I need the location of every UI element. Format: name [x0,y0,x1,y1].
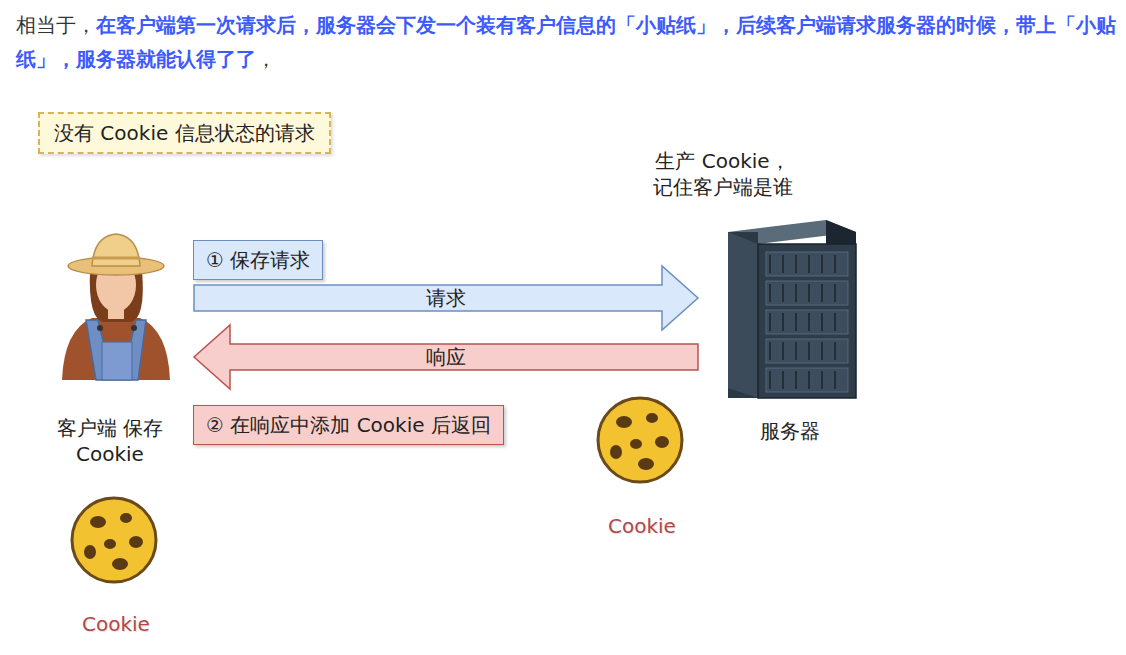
step-box: ② 在响应中添加 Cookie 后返回 [193,405,504,445]
cookie-icon [72,498,156,582]
node-text: 服务器 [750,418,830,444]
client-figure [62,234,170,380]
node-text: 生产 Cookie， 记住客户端是谁 [630,148,815,200]
block-arrow [194,325,698,389]
node-text: 没有 Cookie 信息状态的请求 [54,120,315,146]
step-box: ① 保存请求 [193,240,323,280]
paragraph-text: 在客户端第一次请求后，服务器会下发一个装有客户信息的「小贴纸」，后续客户端请求服… [16,13,1116,71]
node-text: ② 在响应中添加 Cookie 后返回 [206,412,491,438]
node-text: ① 保存请求 [206,247,310,273]
edge-label: 响应 [424,345,468,369]
paragraph-text: ， [256,47,276,71]
cookie-icon [598,398,682,482]
edge-label: 请求 [424,286,468,310]
note-box: 没有 Cookie 信息状态的请求 [38,112,331,154]
client-node: 客户端 保存 Cookie [30,225,190,475]
server-node: 生产 Cookie， 记住客户端是谁服务器 [700,148,860,448]
intro-paragraph: 相当于，在客户端第一次请求后，服务器会下发一个装有客户信息的「小贴纸」，后续客户… [16,8,1116,76]
server-figure [728,220,856,398]
paragraph-text: 相当于， [16,13,96,37]
cookie-label: Cookie [82,612,150,636]
cookie-label: Cookie [608,514,676,538]
node-text: 客户端 保存 Cookie [40,415,180,467]
